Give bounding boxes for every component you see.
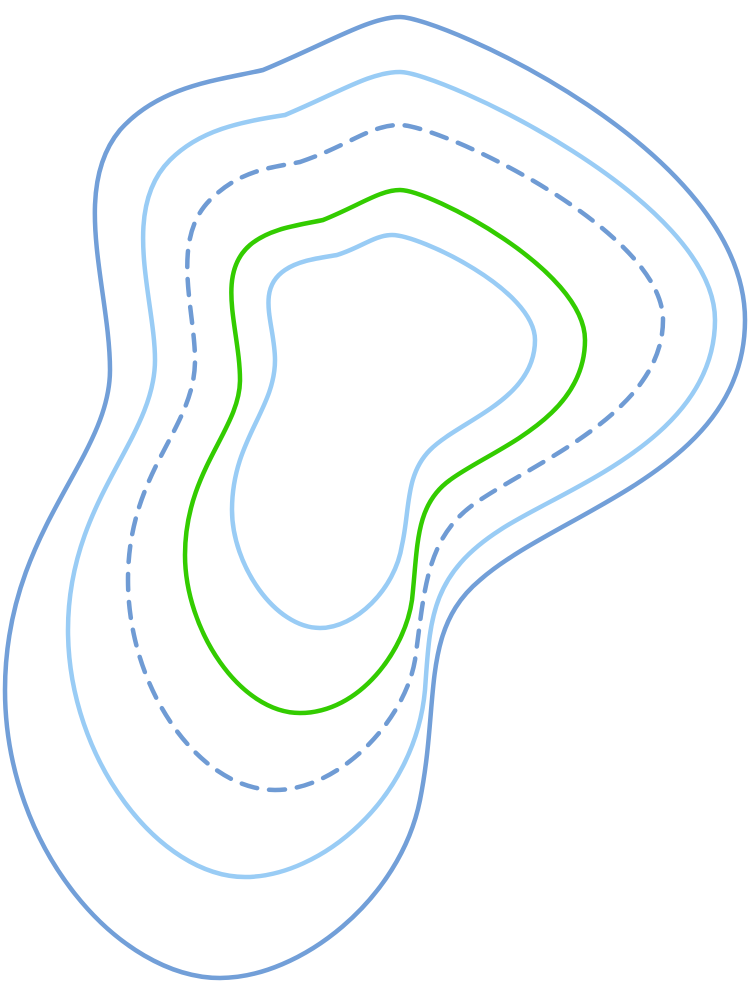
contour-outer	[2, 14, 748, 981]
contour-third-dashed	[125, 122, 666, 793]
contour-inner	[229, 232, 538, 631]
contour-second	[65, 69, 718, 880]
contour-fourth	[182, 187, 588, 716]
